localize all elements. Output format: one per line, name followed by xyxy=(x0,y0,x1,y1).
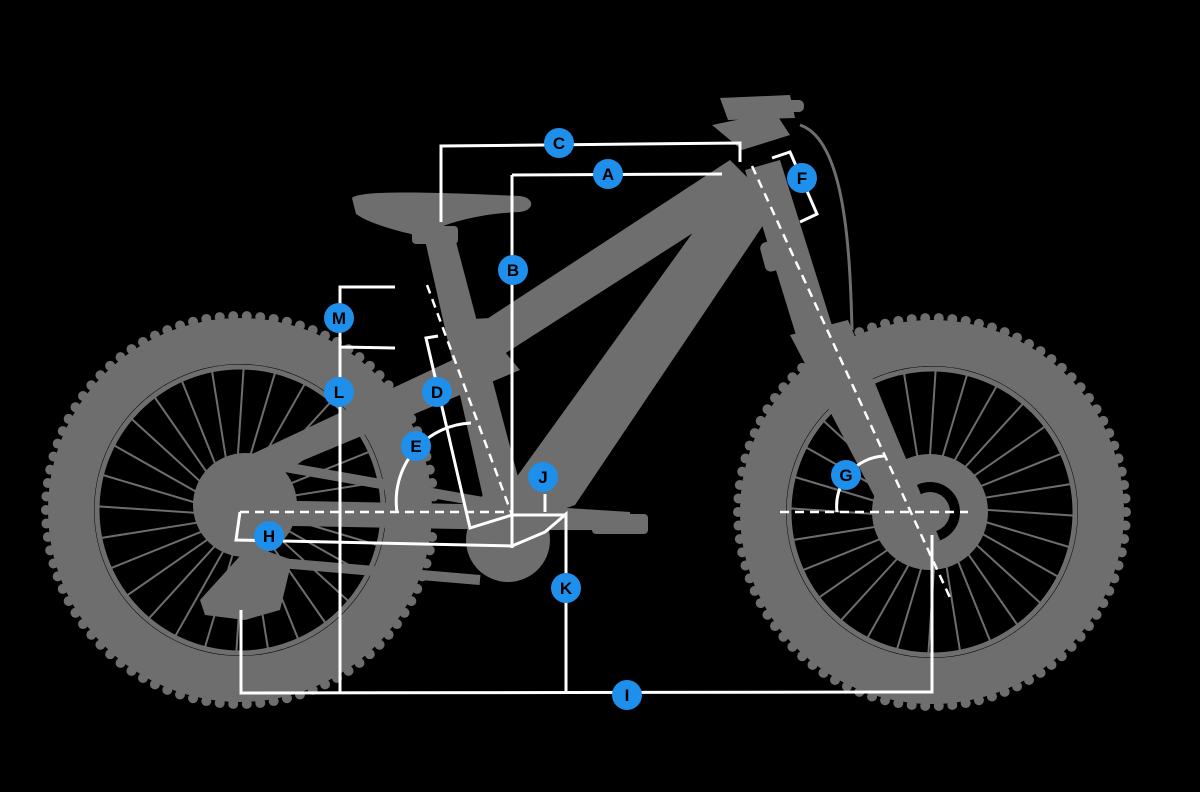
cockpit xyxy=(712,95,854,331)
line-seat-tube-dashed xyxy=(425,284,514,516)
badge-g-label: G xyxy=(839,466,852,485)
badge-j: J xyxy=(528,462,558,492)
fork-crown xyxy=(760,234,806,272)
badge-h-label: H xyxy=(263,527,275,546)
badge-c: C xyxy=(544,128,574,158)
pedal xyxy=(592,514,648,534)
line-i xyxy=(239,535,934,695)
badge-a: A xyxy=(593,159,623,189)
line-h xyxy=(234,511,513,548)
chain-stay xyxy=(240,500,515,530)
badge-b-label: B xyxy=(507,261,519,280)
badge-k: K xyxy=(551,573,581,603)
line-d xyxy=(424,334,513,530)
line-c xyxy=(439,141,742,222)
badge-d-label: D xyxy=(431,383,443,402)
measurement-badges: C A B F M L D E xyxy=(254,128,861,710)
bike-silhouette xyxy=(41,95,1131,711)
badge-i-label: I xyxy=(625,686,630,705)
badge-f: F xyxy=(787,163,817,193)
dropper-lever xyxy=(455,318,492,336)
seatpost-clamp xyxy=(412,226,458,244)
badge-k-label: K xyxy=(560,579,573,598)
badge-m: M xyxy=(324,303,354,333)
stem xyxy=(712,112,790,150)
line-head-tube-dashed xyxy=(750,165,954,603)
badge-e-label: E xyxy=(410,437,421,456)
badge-l: L xyxy=(324,377,354,407)
badge-i: I xyxy=(612,680,642,710)
line-k xyxy=(511,510,568,694)
badge-m-label: M xyxy=(332,309,346,328)
rear-derailleur xyxy=(200,545,292,620)
frame xyxy=(200,160,770,620)
badge-e: E xyxy=(401,431,431,461)
seat-stay xyxy=(250,340,520,470)
geometry-lines xyxy=(234,141,968,695)
badge-f-label: F xyxy=(797,169,807,188)
badge-h: H xyxy=(254,521,284,551)
badge-a-label: A xyxy=(602,165,614,184)
badge-l-label: L xyxy=(334,383,344,402)
badge-j-label: J xyxy=(538,468,547,487)
badge-b: B xyxy=(498,255,528,285)
down-tube xyxy=(500,170,770,530)
brake-lever xyxy=(770,100,804,112)
top-tube xyxy=(470,160,760,360)
badge-g: G xyxy=(831,460,861,490)
badge-d: D xyxy=(422,377,452,407)
brake-cable xyxy=(799,123,854,331)
badge-c-label: C xyxy=(553,134,565,153)
